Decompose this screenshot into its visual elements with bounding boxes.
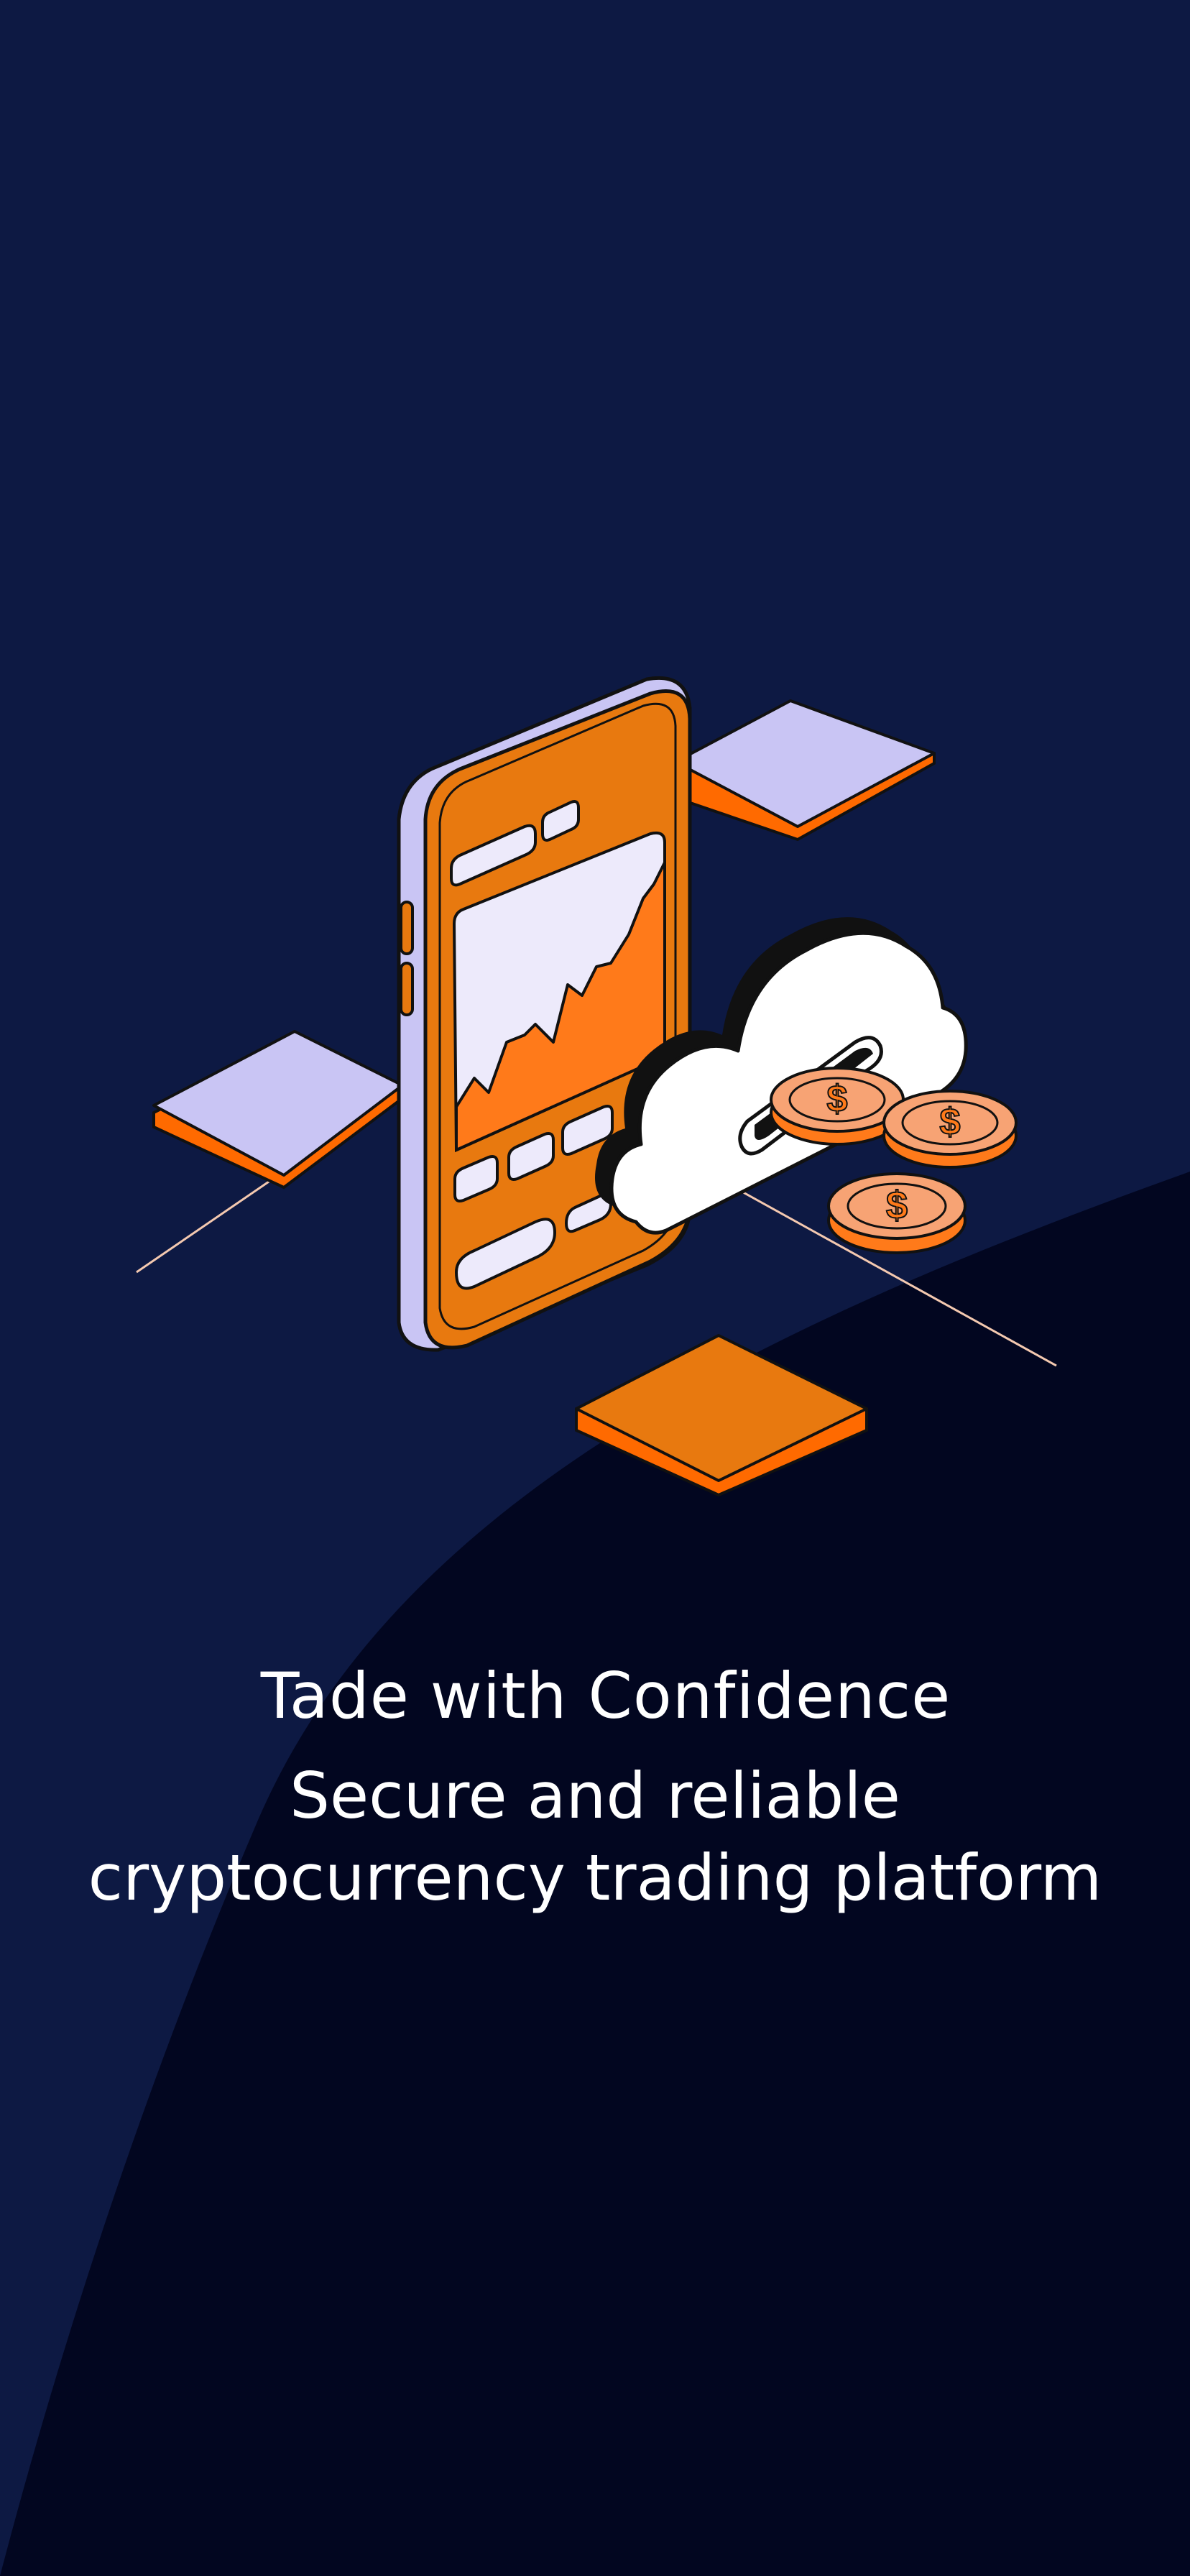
tile-bottom <box>575 1334 868 1497</box>
phone-cloud-coins-illustration: $ $ $ <box>136 676 1057 1497</box>
onboarding-title: Tade with Confidence <box>260 1659 951 1733</box>
tile-top-right <box>674 699 936 842</box>
svg-text:$: $ <box>940 1101 961 1143</box>
phone-illustration <box>397 676 692 1352</box>
onboarding-subtitle: Secure and reliable cryptocurrency tradi… <box>88 1759 1102 1915</box>
onboarding-text: Tade with Confidence Secure and reliable… <box>0 1653 1190 1919</box>
svg-text:$: $ <box>827 1078 848 1120</box>
coin-icon: $ <box>882 1090 1018 1169</box>
coin-icon: $ <box>827 1172 967 1254</box>
svg-text:$: $ <box>886 1184 908 1227</box>
tile-left <box>152 1030 404 1190</box>
